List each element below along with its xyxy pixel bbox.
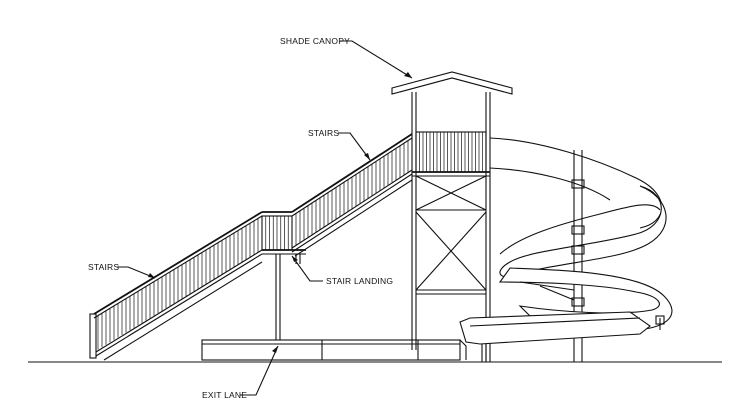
tower-structure (411, 131, 491, 362)
label-shade-canopy: SHADE CANOPY (280, 36, 350, 46)
callout-shade-canopy: SHADE CANOPY (280, 36, 413, 79)
callout-exit-lane: EXIT LANE (202, 345, 279, 400)
spiral-slide (459, 137, 673, 362)
exit-lane (201, 339, 467, 361)
upper-stair-flight (291, 133, 413, 257)
label-stairs-upper: STAIRS (308, 128, 339, 138)
shade-canopy (391, 71, 513, 132)
callout-stair-landing: STAIR LANDING (291, 255, 393, 286)
callout-stairs-lower: STAIRS (88, 262, 156, 279)
label-exit-lane: EXIT LANE (202, 390, 247, 400)
lower-stair-flight (89, 211, 263, 361)
label-stairs-lower: STAIRS (88, 262, 119, 272)
label-stair-landing: STAIR LANDING (326, 276, 393, 286)
stair-landing (261, 211, 306, 340)
callout-stairs-upper: STAIRS (308, 128, 371, 161)
